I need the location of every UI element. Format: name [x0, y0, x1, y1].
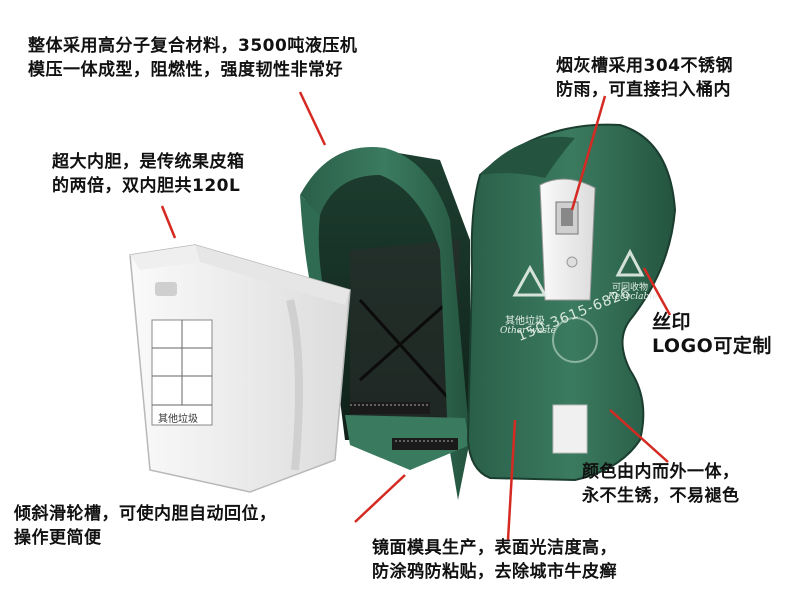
- right-panel-label: 可回收物: [612, 283, 649, 293]
- pointer-lines: [160, 91, 672, 541]
- callout-mirror-line1: 镜面模具生产，表面光洁度高，: [372, 538, 617, 558]
- right-panel-script: Recyclable: [608, 292, 658, 302]
- callout-logo-line1: 丝印: [652, 311, 692, 333]
- left-panel-script: Other waste: [500, 326, 556, 336]
- callout-liner-line2: 的两倍，双内胆共120L: [52, 176, 241, 196]
- callout-mirror: 镜面模具生产，表面光洁度高， 防涂鸦防粘贴，去除城市牛皮癣: [372, 536, 617, 584]
- callout-color-line2: 永不生锈，不易褪色: [582, 486, 740, 506]
- callout-logo-line2: LOGO可定制: [652, 335, 772, 357]
- callout-color-line1: 颜色由内而外一体，: [582, 462, 740, 482]
- callout-ashtray: 烟灰槽采用304不锈钢 防雨，可直接扫入桶内: [556, 54, 733, 102]
- callout-slide-line1: 倾斜滑轮槽，可使内胆自动回位，: [14, 504, 277, 524]
- callout-slide: 倾斜滑轮槽，可使内胆自动回位， 操作更简便: [14, 502, 277, 550]
- callout-liner: 超大内胆，是传统果皮箱 的两倍，双内胆共120L: [52, 150, 245, 198]
- callout-material-line1: 整体采用高分子复合材料，3500吨液压机: [28, 36, 358, 56]
- callout-logo: 丝印 LOGO可定制: [652, 310, 772, 358]
- callout-color: 颜色由内而外一体， 永不生锈，不易褪色: [582, 460, 740, 508]
- callout-mirror-line2: 防涂鸦防粘贴，去除城市牛皮癣: [372, 562, 617, 582]
- callout-material: 整体采用高分子复合材料，3500吨液压机 模压一体成型，阻燃性，强度韧性非常好: [28, 34, 357, 82]
- liner-label: 其他垃圾: [158, 414, 198, 425]
- callout-liner-line1: 超大内胆，是传统果皮箱: [52, 152, 245, 172]
- slide-tray: [345, 402, 470, 470]
- white-liner: [129, 244, 351, 493]
- callout-material-line2: 模压一体成型，阻燃性，强度韧性非常好: [28, 60, 343, 80]
- left-panel-label: 其他垃圾: [505, 316, 545, 327]
- right-bin-body: [466, 123, 677, 482]
- callout-ashtray-line1: 烟灰槽采用304不锈钢: [556, 56, 733, 76]
- callout-slide-line2: 操作更简便: [14, 528, 102, 548]
- callout-ashtray-line2: 防雨，可直接扫入桶内: [556, 80, 731, 100]
